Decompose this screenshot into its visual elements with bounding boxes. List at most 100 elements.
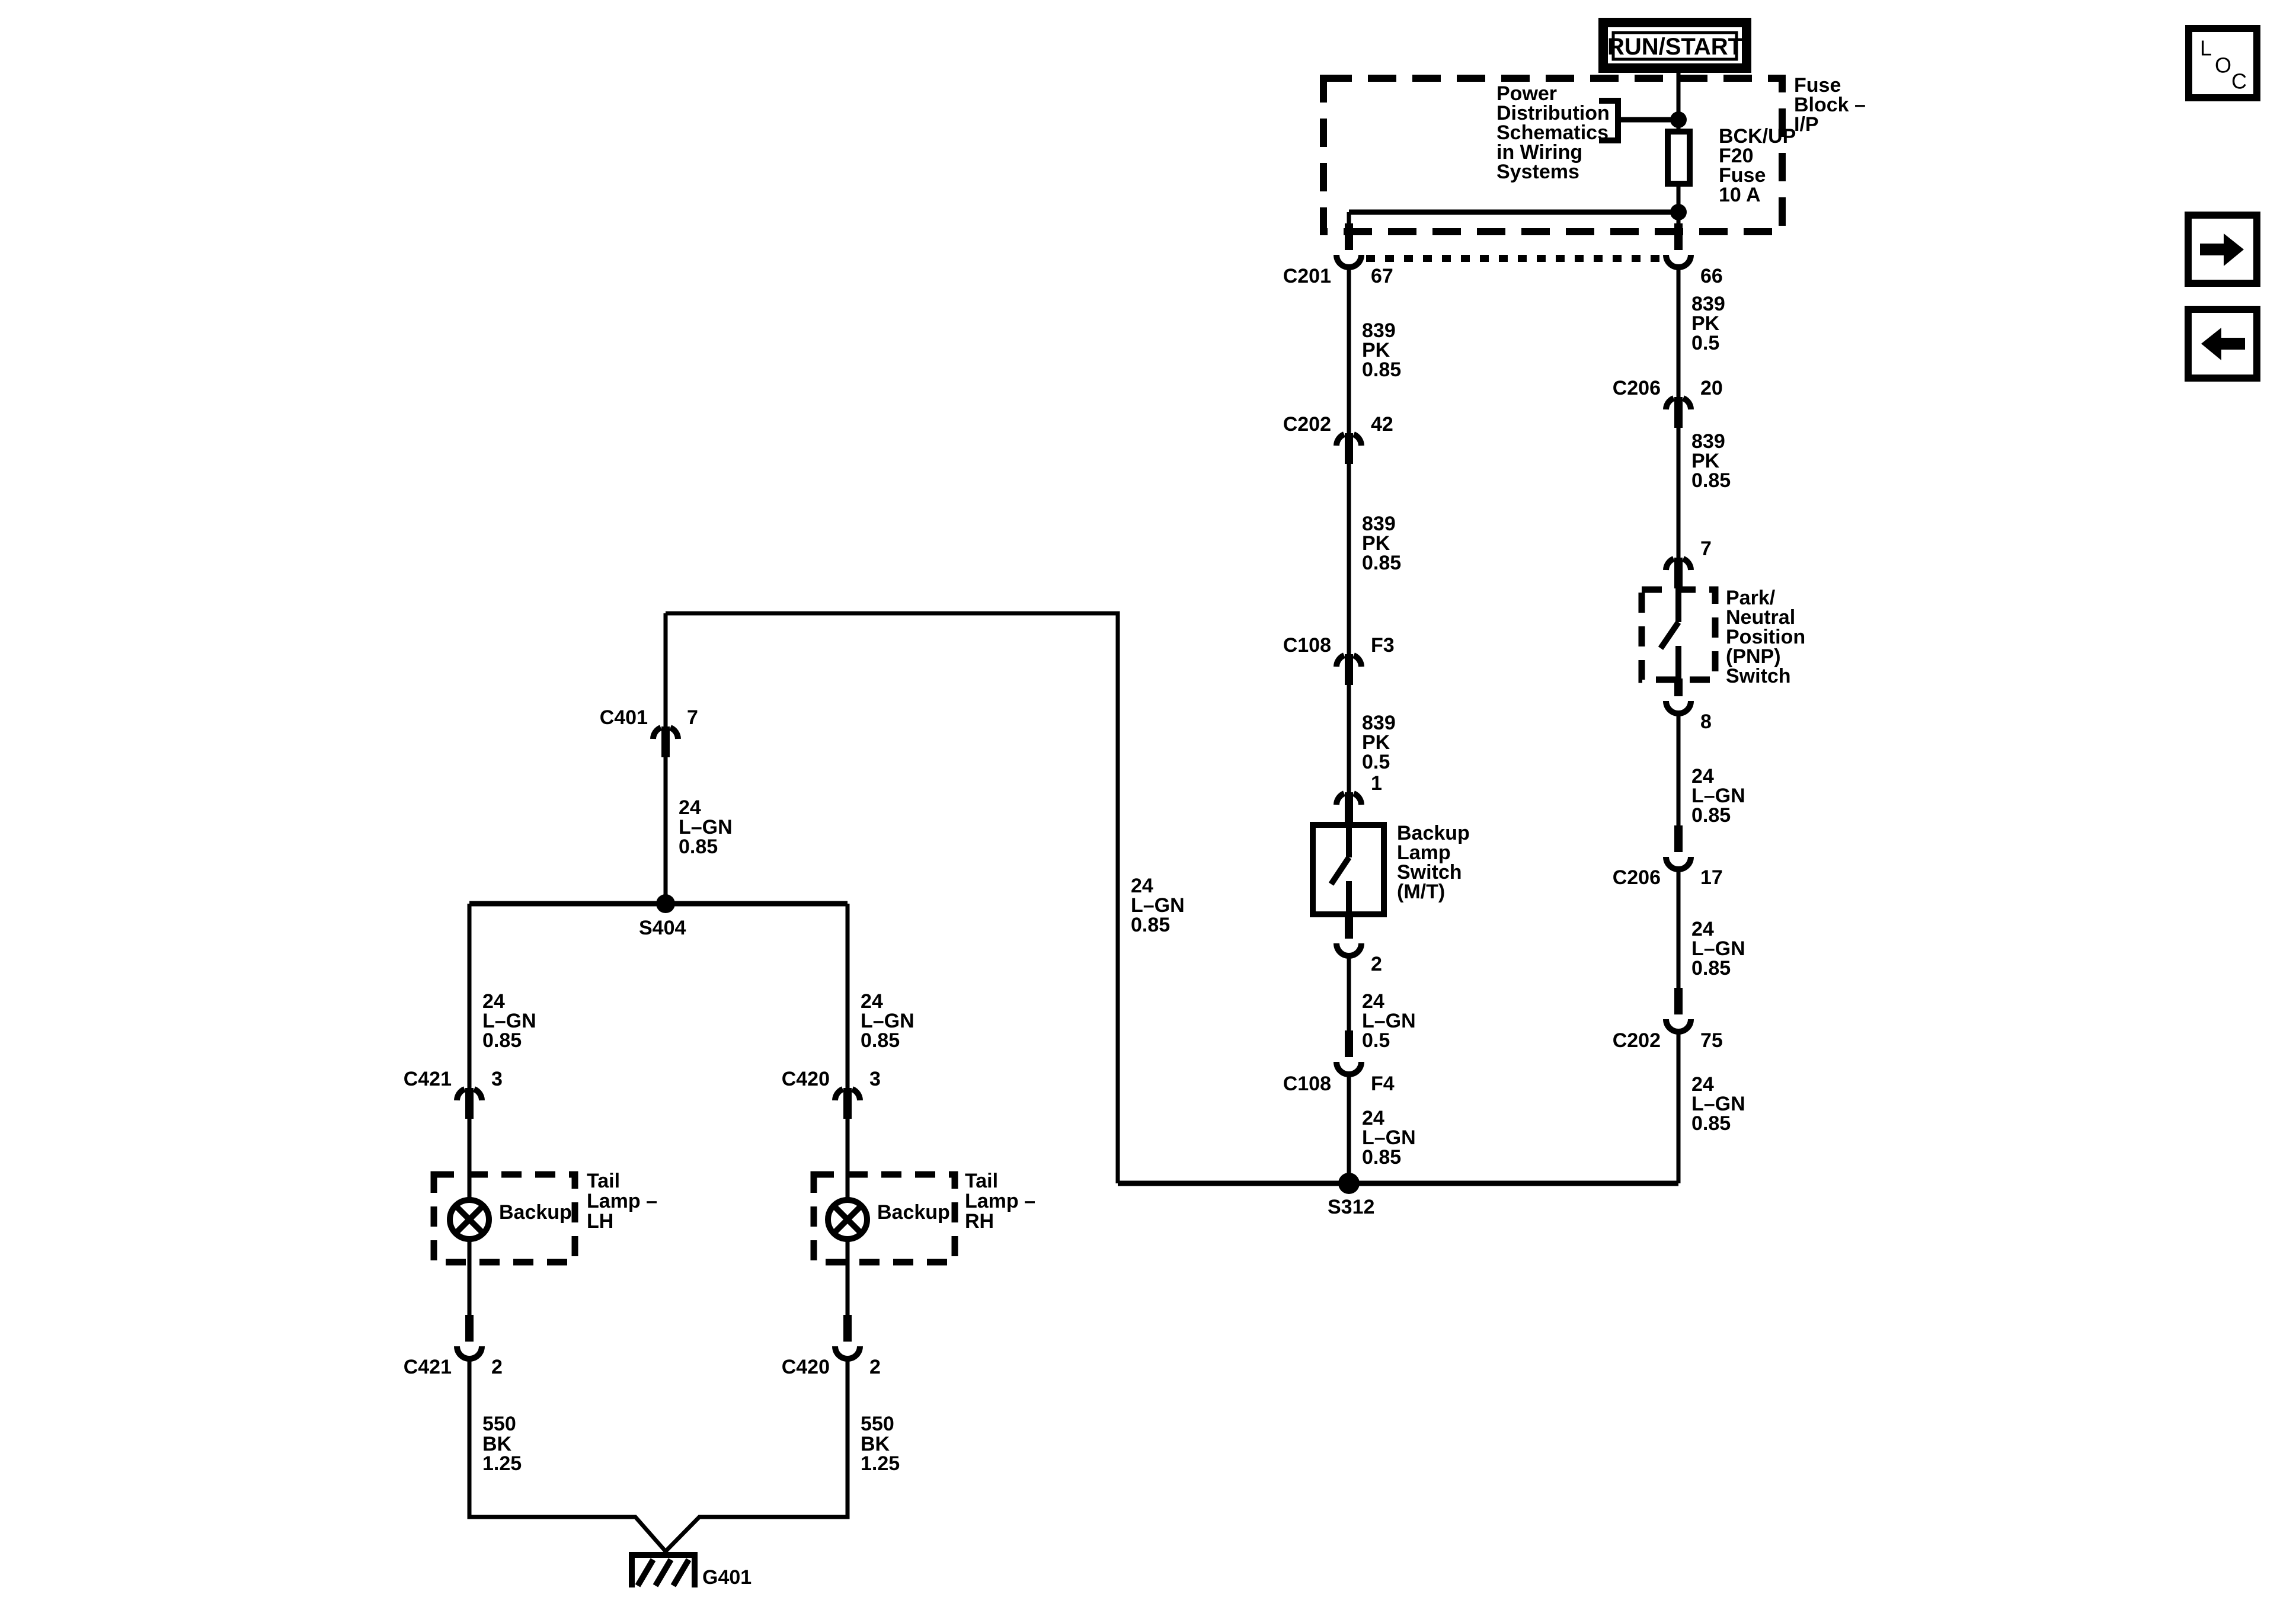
arrow-left-icon	[2201, 328, 2245, 360]
pin-number: F3	[1371, 634, 1395, 657]
wire-label-line: L–GN	[679, 816, 733, 838]
wire-label-line: L–GN	[1362, 1010, 1416, 1032]
wire-label-line: 24	[861, 990, 883, 1013]
loc-letter: O	[2215, 53, 2231, 78]
pnp-switch-branch: 839 PK 0.5 C206 20 839 PK 0.85 7 Park/ N…	[1613, 267, 1805, 1183]
connector-pin-symbol	[1674, 825, 1683, 852]
fuse-block-title-line: I/P	[1794, 113, 1819, 136]
pin-number: 66	[1700, 265, 1723, 287]
wire-label-line: 0.85	[1362, 1146, 1401, 1169]
tail-lamp-lh-outline	[430, 1171, 578, 1266]
fuse-block-outline	[1320, 75, 1786, 235]
lamp-bulb-cross	[832, 1204, 864, 1235]
fuse-symbol	[1665, 129, 1693, 187]
page-controls: L O C	[2185, 25, 2260, 382]
splice-dot	[656, 894, 675, 913]
wire-label-line: PK	[1362, 339, 1390, 361]
connector-pin-symbol	[1674, 223, 1683, 250]
connector-pin-symbol	[465, 1315, 474, 1342]
wire-label-line: 0.85	[679, 836, 718, 858]
connector-cup-symbol	[1334, 943, 1364, 959]
power-distribution-note-line: Systems	[1496, 161, 1579, 183]
lamp-bulb-cross	[453, 1204, 485, 1235]
connector-name: C108	[1283, 1073, 1331, 1095]
connector-name: C202	[1283, 413, 1331, 436]
pin-number: 17	[1700, 866, 1723, 889]
connector-cup-symbol	[1334, 1061, 1364, 1077]
wire-label-line: 839	[1362, 319, 1396, 342]
wire-label-line: 24	[1362, 990, 1384, 1013]
wire-label-line: 839	[1362, 712, 1396, 734]
wire-label-line: 1.25	[482, 1452, 522, 1475]
wire-label-line: 24	[1131, 875, 1153, 897]
wire-label-line: BK	[482, 1433, 512, 1455]
connector-name: C206	[1613, 866, 1661, 889]
switch-label-line: (PNP)	[1726, 645, 1781, 668]
pin-number: 2	[869, 1356, 881, 1378]
pin-number: 42	[1371, 413, 1393, 436]
lamp-label-line: RH	[965, 1210, 994, 1233]
wire-label-line: L–GN	[1691, 1093, 1745, 1115]
connector-cup-symbol	[1663, 556, 1694, 571]
power-tag-inner-frame	[1611, 31, 1738, 61]
power-tag-outer-frame	[1598, 18, 1751, 73]
wire-label-line: PK	[1691, 312, 1720, 335]
wire-label-line: L–GN	[1131, 894, 1185, 917]
loc-box[interactable]	[2185, 25, 2260, 101]
splice-label: S312	[1328, 1196, 1374, 1218]
connector-name: C420	[782, 1356, 830, 1378]
lamp-label-line: Lamp –	[965, 1190, 1035, 1212]
switch-label-line: (M/T)	[1397, 881, 1445, 903]
fuse-label-line: BCK/UP	[1719, 125, 1796, 148]
connector-pin-symbol	[1345, 223, 1353, 250]
lamp-label-line: LH	[587, 1210, 613, 1233]
connector-pin-symbol	[843, 1315, 852, 1342]
wire-label-line: 839	[1691, 430, 1725, 453]
wire-label-line: 0.85	[1691, 957, 1731, 980]
connector-cup-symbol	[1663, 395, 1694, 410]
tail-lamp-rh-outline	[810, 1171, 958, 1266]
wire-label-line: 0.85	[1691, 804, 1731, 827]
connector-name: C401	[600, 706, 648, 729]
pin-number: 20	[1700, 377, 1723, 399]
wire-label-line: 0.85	[861, 1029, 900, 1052]
fuse-label-line: 10 A	[1719, 184, 1761, 206]
connector-cup-symbol	[1663, 856, 1694, 872]
connector-cup-symbol	[454, 1346, 485, 1362]
pin-number: 7	[1700, 537, 1712, 560]
connector-cup-symbol	[1334, 254, 1364, 270]
ground-icon	[629, 1552, 698, 1587]
pin-number: 67	[1371, 265, 1393, 287]
wire-label-line: 839	[1691, 293, 1725, 315]
connector-pin-symbol	[1345, 433, 1353, 464]
wire-label-line: 1.25	[861, 1452, 900, 1475]
connector-pin-symbol	[465, 1088, 474, 1119]
connector-cup-symbol	[1334, 652, 1364, 667]
wire-label-line: 0.5	[1362, 751, 1390, 773]
pin-number: 75	[1700, 1029, 1723, 1052]
connector-cup-symbol	[1334, 431, 1364, 446]
connector-pin-symbol	[1345, 914, 1353, 939]
connector-name: C421	[404, 1356, 452, 1378]
wire-label-line: PK	[1362, 532, 1390, 555]
ground-g401: G401	[629, 1550, 752, 1589]
wire-label-line: L–GN	[1691, 785, 1745, 807]
wire-label-line: 0.85	[1691, 469, 1731, 492]
wire-label-line: 24	[1691, 1073, 1714, 1096]
wire-segment	[664, 1359, 850, 1553]
splice-s312: S312 24 L–GN 0.85	[666, 611, 1678, 1218]
wire-label-line: L–GN	[1691, 937, 1745, 960]
connector-pin-symbol	[1345, 1030, 1353, 1057]
fuse-block-title-line: Fuse	[1794, 74, 1841, 97]
tail-lamp-lh-branch: 24 L–GN 0.85 C421 3 Backup Tail Lamp – L…	[404, 904, 667, 1553]
connector-pin-symbol	[1674, 988, 1683, 1014]
power-distribution-note-line: Schematics	[1496, 121, 1609, 144]
splice-label: S404	[639, 917, 686, 939]
connector-cup-symbol	[1334, 790, 1364, 805]
switch-blade	[1328, 856, 1352, 886]
pin-number: 7	[687, 706, 698, 729]
tail-lamp-rh-branch: 24 L–GN 0.85 C420 3 Backup Tail Lamp – R…	[664, 904, 1035, 1553]
connector-name: C421	[404, 1068, 452, 1090]
connector-name: C201	[1283, 265, 1331, 287]
